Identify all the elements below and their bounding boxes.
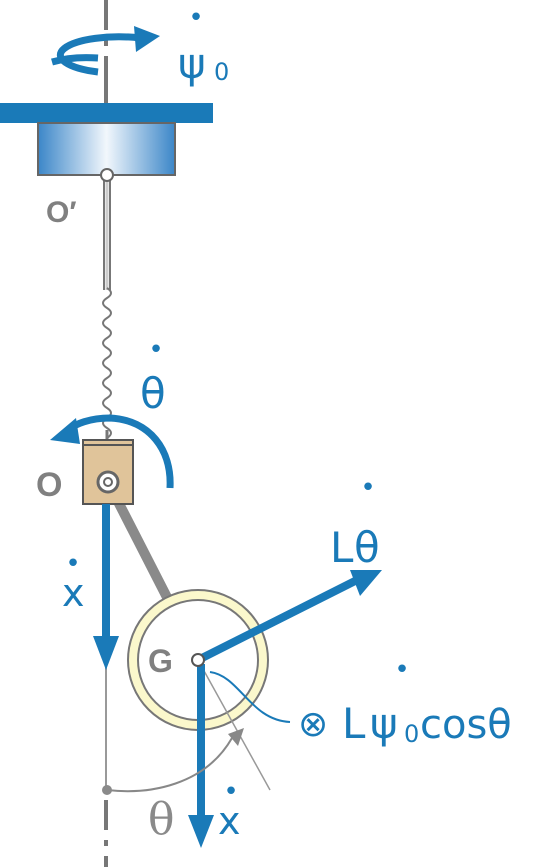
psi-dot-mark-2: • <box>394 655 409 685</box>
theta-dot-label: • θ <box>140 335 166 418</box>
ceiling-bar <box>0 103 213 123</box>
theta-rotation-arrow <box>50 414 174 489</box>
cos-theta-text: cosθ <box>420 702 512 748</box>
center-G <box>191 653 205 667</box>
psi-dot-mark: • <box>188 3 203 33</box>
psi-dot-0-label: • ψ 0 <box>178 3 229 88</box>
L-prefix-2: L <box>342 699 366 748</box>
x-symbol-2: x <box>218 799 241 843</box>
x-symbol: x <box>62 571 85 615</box>
O-prime-label: O′ <box>46 196 77 229</box>
x-dot-bottom-arrow <box>188 664 214 848</box>
rod-extension <box>197 659 271 791</box>
psi-subscript-2: 0 <box>404 720 419 748</box>
theta-angle-arc <box>106 728 244 793</box>
mount-block <box>37 122 176 176</box>
L-psi-cos-label: ⊗ L • ψ 0 cosθ <box>298 655 512 748</box>
x-dot-left-arrow <box>93 504 119 670</box>
angle-vertex <box>102 785 112 795</box>
theta-symbol-2: θ <box>354 523 380 572</box>
x-dot-mark-2: • <box>223 777 238 807</box>
psi-subscript: 0 <box>214 58 229 86</box>
theta-angle-label: θ <box>148 794 175 845</box>
L-theta-dot-label: L • θ <box>330 473 380 572</box>
psi-symbol: ψ <box>178 39 206 88</box>
L-prefix: L <box>330 523 354 572</box>
leader-line <box>209 671 291 723</box>
x-dot-left-label: • x <box>62 549 85 615</box>
cross-symbol: ⊗ <box>298 704 328 745</box>
G-label: G <box>148 643 173 679</box>
O-label: O <box>36 466 62 504</box>
L-theta-dot-arrow <box>196 570 382 664</box>
x-dot-mark: • <box>65 549 80 579</box>
theta-dot-mark: • <box>148 335 163 365</box>
psi-rotation-arrow <box>51 26 160 76</box>
psi-symbol-2: ψ <box>370 699 398 748</box>
x-dot-bottom-label: • x <box>218 777 241 843</box>
suspension-wire <box>102 175 112 445</box>
theta-symbol: θ <box>140 369 166 418</box>
pivot-O-prime <box>100 168 114 182</box>
theta-dot-mark-2: • <box>360 473 375 503</box>
